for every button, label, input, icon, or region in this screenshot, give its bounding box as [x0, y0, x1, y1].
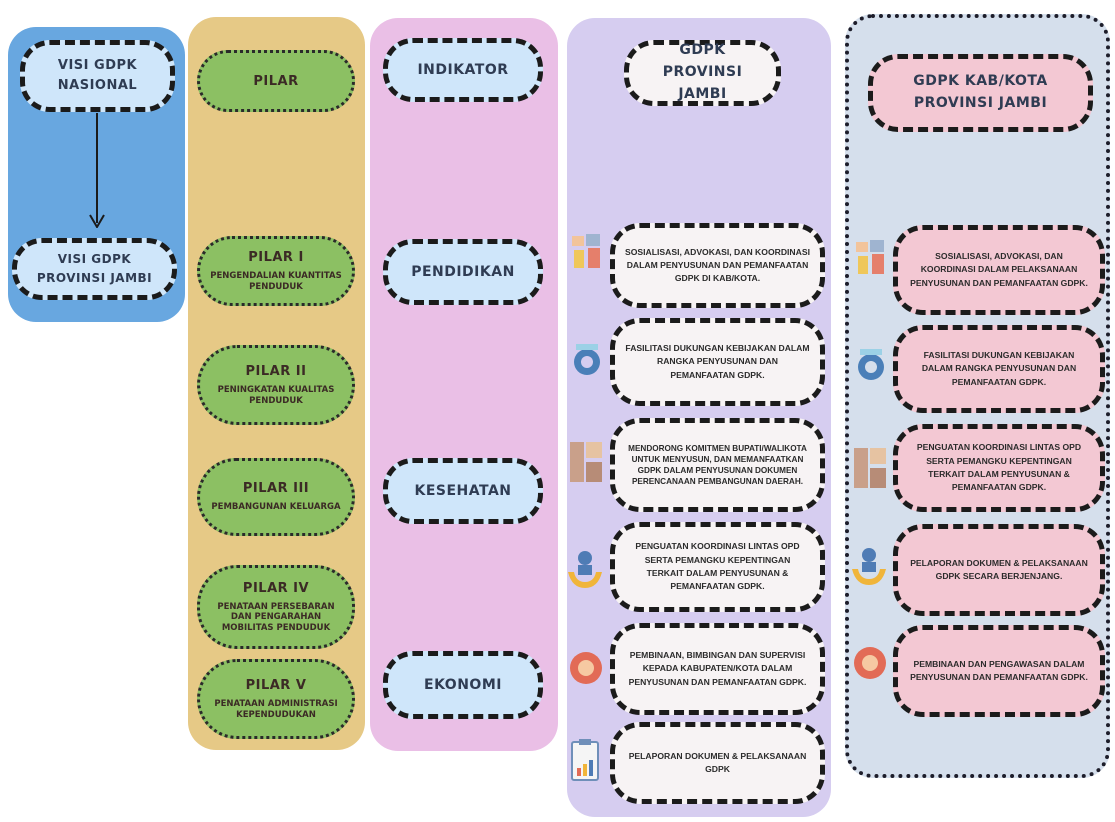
provinsi-action-text: PELAPORAN DOKUMEN & PELAKSANAAN GDPK	[628, 750, 807, 774]
visi-provinsi-line2: PROVINSI JAMBI	[36, 271, 153, 285]
indikator-label: KESEHATAN	[414, 483, 512, 499]
pilar-item: PILAR IV PENATAAN PERSEBARAN DAN PENGARA…	[197, 565, 355, 649]
visi-nasional-box: VISI GDPK NASIONAL	[20, 40, 175, 112]
coordination-icon	[852, 548, 886, 585]
pilar-subtitle: PENGENDALIAN KUANTITAS PENDUDUK	[210, 270, 342, 292]
provinsi-action-box: PEMBINAAN, BIMBINGAN DAN SUPERVISI KEPAD…	[610, 623, 825, 715]
pilar-title: PILAR I	[248, 249, 304, 265]
education-icon	[856, 240, 884, 274]
commitment-icon	[570, 442, 602, 482]
kabkota-action-box: SOSIALISASI, ADVOKASI, DAN KOORDINASI DA…	[893, 225, 1105, 315]
provinsi-action-box: FASILITASI DUKUNGAN KEBIJAKAN DALAM RANG…	[610, 318, 825, 406]
provinsi-action-text: FASILITASI DUKUNGAN KEBIJAKAN DALAM RANG…	[625, 343, 810, 380]
provinsi-action-text: MENDORONG KOMITMEN BUPATI/WALIKOTA UNTUK…	[628, 443, 807, 487]
pilar-title: PILAR V	[245, 677, 307, 693]
visi-nasional-line2: NASIONAL	[57, 78, 138, 93]
pilar-title: PILAR IV	[242, 580, 310, 596]
policy-gear-icon	[574, 344, 600, 375]
kabkota-action-text: PENGUATAN KOORDINASI LINTAS OPD SERTA PE…	[916, 442, 1082, 493]
kabkota-action-text: FASILITASI DUKUNGAN KEBIJAKAN DALAM RANG…	[921, 350, 1077, 387]
kabkota-action-box: FASILITASI DUKUNGAN KEBIJAKAN DALAM RANG…	[893, 325, 1105, 413]
visi-nasional-line1: VISI GDPK	[57, 57, 138, 73]
commitment-icon	[854, 448, 886, 488]
kabkota-action-text: PELAPORAN DOKUMEN & PELAKSANAAN GDPK SEC…	[910, 557, 1088, 581]
provinsi-action-text: SOSIALISASI, ADVOKASI, DAN KOORDINASI DA…	[625, 246, 810, 284]
arrow-down-icon	[89, 214, 105, 228]
kabkota-action-box: PEMBINAAN DAN PENGAWASAN DALAM PENYUSUNA…	[893, 625, 1105, 717]
visi-provinsi-line1: VISI GDPK	[57, 252, 132, 267]
provinsi-header-line2: PROVINSI JAMBI	[662, 64, 743, 102]
pilar-title: PILAR III	[242, 481, 310, 497]
guidance-icon	[570, 652, 602, 684]
provinsi-action-box: MENDORONG KOMITMEN BUPATI/WALIKOTA UNTUK…	[610, 418, 825, 512]
pilar-item: PILAR V PENATAAN ADMINISTRASI KEPENDUDUK…	[197, 659, 355, 739]
provinsi-header-line1: GDPK	[679, 42, 726, 59]
pilar-subtitle: PENINGKATAN KUALITAS PENDUDUK	[217, 384, 335, 406]
indikator-label: EKONOMI	[424, 677, 502, 693]
provinsi-action-text: PENGUATAN KOORDINASI LINTAS OPD SERTA PE…	[635, 541, 800, 592]
pilar-item: PILAR II PENINGKATAN KUALITAS PENDUDUK	[197, 345, 355, 425]
provinsi-action-text: PEMBINAAN, BIMBINGAN DAN SUPERVISI KEPAD…	[628, 650, 807, 687]
coordination-icon	[568, 551, 602, 588]
pilar-subtitle: PENATAAN PERSEBARAN DAN PENGARAHAN MOBIL…	[217, 601, 335, 633]
kabkota-action-box: PELAPORAN DOKUMEN & PELAKSANAAN GDPK SEC…	[893, 524, 1105, 616]
indikator-item: EKONOMI	[383, 651, 543, 719]
kabkota-action-text: SOSIALISASI, ADVOKASI, DAN KOORDINASI DA…	[910, 251, 1088, 288]
report-icon	[571, 739, 599, 781]
indikator-label: PENDIDIKAN	[411, 264, 515, 280]
kabkota-header-line2: PROVINSI JAMBI	[913, 95, 1048, 111]
policy-gear-icon	[858, 349, 884, 380]
guidance-icon	[854, 647, 886, 679]
provinsi-action-box: PENGUATAN KOORDINASI LINTAS OPD SERTA PE…	[610, 522, 825, 612]
pilar-title: PILAR II	[245, 363, 307, 379]
kabkota-action-text: PEMBINAAN DAN PENGAWASAN DALAM PENYUSUNA…	[910, 658, 1088, 682]
pilar-item: PILAR III PEMBANGUNAN KELUARGA	[197, 458, 355, 536]
pilar-subtitle: PENATAAN ADMINISTRASI KEPENDUDUKAN	[214, 698, 338, 720]
provinsi-action-box: SOSIALISASI, ADVOKASI, DAN KOORDINASI DA…	[610, 223, 825, 308]
kabkota-header-line1: GDPK KAB/KOTA	[913, 73, 1048, 90]
indikator-header: INDIKATOR	[383, 38, 543, 102]
pilar-subtitle: PEMBANGUNAN KELUARGA	[211, 502, 341, 513]
pilar-header: PILAR	[197, 50, 355, 112]
provinsi-action-box: PELAPORAN DOKUMEN & PELAKSANAAN GDPK	[610, 722, 825, 804]
flow-arrow-line	[96, 113, 98, 223]
kabkota-header: GDPK KAB/KOTA PROVINSI JAMBI	[868, 54, 1093, 132]
pilar-header-label: PILAR	[253, 73, 299, 89]
education-icon	[572, 234, 600, 268]
indikator-column	[370, 18, 558, 751]
provinsi-header: GDPK PROVINSI JAMBI	[624, 40, 781, 106]
visi-provinsi-box: VISI GDPK PROVINSI JAMBI	[12, 238, 177, 300]
pilar-item: PILAR I PENGENDALIAN KUANTITAS PENDUDUK	[197, 236, 355, 306]
indikator-item: PENDIDIKAN	[383, 239, 543, 305]
indikator-header-label: INDIKATOR	[417, 62, 509, 78]
kabkota-action-box: PENGUATAN KOORDINASI LINTAS OPD SERTA PE…	[893, 424, 1105, 512]
indikator-item: KESEHATAN	[383, 458, 543, 524]
